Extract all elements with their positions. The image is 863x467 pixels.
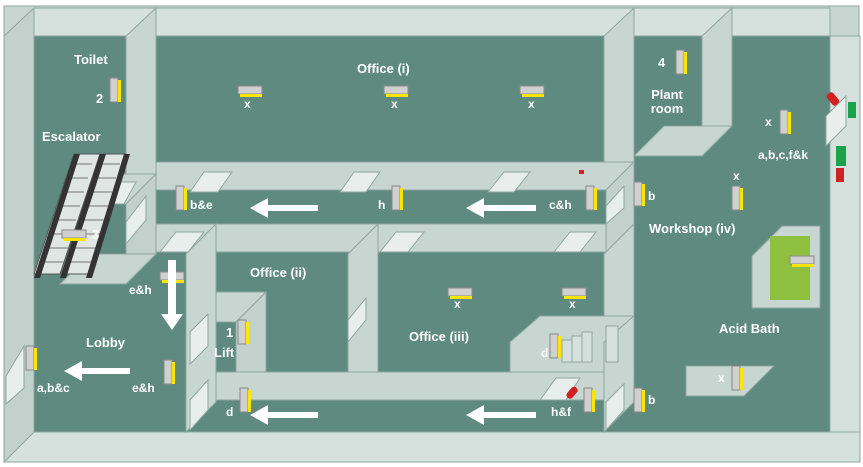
evacuation-arrow-icon — [250, 198, 318, 218]
evacuation-arrow-icon — [466, 198, 536, 218]
label-office-i-x3: x — [528, 97, 535, 111]
label-lobby-eh-bottom: e&h — [132, 381, 155, 395]
room-label-escalator: Escalator — [42, 129, 101, 144]
plant-room-line1: Plant — [651, 87, 683, 102]
label-office-i-x1: x — [244, 97, 251, 111]
label-lobby-eh-top: e&h — [129, 283, 152, 297]
alarm-device-icon — [583, 387, 595, 413]
alarm-device-icon — [633, 181, 645, 207]
label-corridor-ch: c&h — [549, 198, 572, 212]
door-panels — [5, 171, 625, 432]
label-plant-x: x — [765, 115, 772, 129]
alarm-device-icon — [675, 49, 687, 75]
evacuation-arrow-icon — [64, 361, 130, 381]
alarm-device-icon — [237, 319, 249, 345]
alarm-device-icon — [25, 345, 37, 371]
room-label-acid-bath: Acid Bath — [719, 321, 780, 336]
evacuation-arrow-icon — [466, 405, 536, 425]
alarm-device-icon — [163, 359, 175, 385]
room-label-toilet: Toilet — [74, 52, 108, 67]
alarm-device-icon — [237, 85, 263, 97]
label-workshop-x: x — [733, 169, 740, 183]
label-lobby-abc: a,b&c — [37, 381, 70, 395]
label-office-i-x2: x — [391, 97, 398, 111]
alarm-device-icon — [633, 387, 645, 413]
room-label-lift: Lift — [214, 345, 235, 360]
label-office-iii-x1: x — [454, 297, 461, 311]
alarm-device-icon — [239, 387, 251, 413]
device-number-lift: 1 — [226, 325, 234, 340]
evacuation-arrow-icon — [250, 405, 318, 425]
device-number-escalator: 3 — [92, 227, 100, 242]
label-corridor-be: b&e — [190, 198, 213, 212]
alarm-device-icon — [561, 287, 587, 299]
plant-room-line2: room — [650, 101, 684, 116]
alarm-device-icon — [549, 333, 561, 359]
label-corridor-b-top: b — [648, 189, 656, 203]
alarm-device-icon — [731, 365, 743, 391]
room-label-plant-room: Plant room — [645, 88, 689, 115]
wall-plant-room-bottom — [632, 125, 734, 157]
staircase-icon — [561, 325, 619, 363]
alarm-device-icon — [391, 185, 403, 211]
alarm-device-icon — [519, 85, 545, 97]
alarm-device-icon — [447, 287, 473, 299]
room-label-workshop: Workshop (iv) — [649, 221, 736, 236]
label-corridor-h: h — [378, 198, 386, 212]
alarm-device-icon — [789, 255, 815, 267]
alarm-device-icon — [175, 185, 187, 211]
room-label-office-i: Office (i) — [357, 61, 410, 76]
alarm-device-icon — [383, 85, 409, 97]
evacuation-arrow-icon — [161, 260, 183, 330]
label-multi-abcfk: a,b,c,f&k — [758, 148, 809, 162]
room-label-office-iii: Office (iii) — [409, 329, 469, 344]
label-bottom-d: d — [226, 405, 234, 419]
alarm-device-icon — [585, 185, 597, 211]
label-bottom-hf: h&f — [551, 405, 571, 419]
wall-toilet-right — [125, 6, 157, 175]
device-number-plant: 4 — [658, 55, 666, 70]
label-stair-d: d — [541, 346, 549, 360]
alarm-device-icon — [109, 77, 121, 103]
bottom-wall-band — [3, 431, 861, 463]
alarm-device-icon — [61, 229, 87, 241]
alarm-device-icon — [731, 185, 743, 211]
room-label-lobby: Lobby — [86, 335, 125, 350]
bottom-right-box — [685, 365, 776, 397]
device-number-toilet: 2 — [96, 91, 104, 106]
exit-sign-icon — [825, 94, 856, 182]
alarm-device-icon — [779, 109, 791, 135]
label-office-iii-x2: x — [569, 297, 576, 311]
alarm-devices — [25, 49, 815, 413]
escalator-icon — [33, 153, 130, 278]
label-workshop-x-bottom: x — [718, 371, 725, 385]
evacuation-arrows — [64, 198, 536, 425]
fire-extinguisher-icon — [566, 92, 840, 399]
label-corridor-b-bottom: b — [648, 393, 656, 407]
room-label-office-ii: Office (ii) — [250, 265, 307, 280]
acid-bath-liquid — [770, 236, 810, 300]
